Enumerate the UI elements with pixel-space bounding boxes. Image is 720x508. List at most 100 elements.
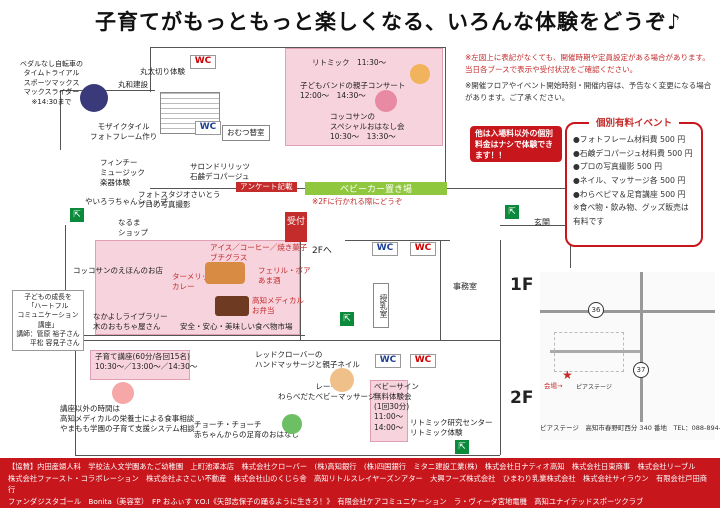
office-label: 事務室 <box>453 282 477 291</box>
road <box>550 350 640 353</box>
booth-lecture-bottom: 講座以外の時間は 高知メディカルの栄養士による食事相談 やまもも学園の子育て支援… <box>60 404 195 434</box>
booth-chojo: チョーチ・チョーチ 赤ちゃんからの足育のおはなし <box>194 420 299 440</box>
booth-red-clover: レッドクローバーの ハンドマッサージと親子ネイル <box>255 350 360 370</box>
booth-ferris: フェリル・ボア あま酒 <box>258 266 311 286</box>
booth-yairo: やいろラちゃんショップ <box>85 197 168 206</box>
paid-item: ●プロの写真撮影 500 円 <box>573 162 663 172</box>
wall <box>60 90 61 150</box>
max-rider-logo <box>80 84 108 112</box>
booth-safety: 安全・安心・美味しい食べ物市場 <box>180 322 293 331</box>
booth-lecture-time: 子育て講座(60分/各回15名) 10:30～／13:00～／14:30～ <box>95 352 198 372</box>
venue-name: ピアステージ <box>576 384 612 391</box>
booth-sports: ベダルなし自転車の タイムトライアル スポーツマックス マックスライダー ※14… <box>20 60 83 106</box>
bento-illustration <box>215 296 249 316</box>
wall <box>500 225 570 226</box>
exit-sign-icon: ⇱ <box>70 208 84 222</box>
wc-sign: WC <box>375 354 401 368</box>
babysign-area <box>370 380 408 442</box>
wall <box>75 455 500 456</box>
food-illustration <box>205 262 245 284</box>
booth-mosaic: モザイクタイル フォトフレーム作り <box>90 122 158 142</box>
wall <box>440 240 441 340</box>
wall <box>65 225 66 335</box>
paid-events-list: ●フォトフレーム材料費 500 円 ●石鹸デコパージュ材料費 500 円 ●プロ… <box>567 129 701 232</box>
sponsor-line: 【協賛】内田産婦人科 学校法人文学園あたご幼稚園 上町池澤本店 株式会社クローバ… <box>8 462 696 471</box>
wall <box>150 47 445 48</box>
paid-item: ●フォトフレーム材料費 500 円 <box>573 135 686 144</box>
wall <box>500 240 501 340</box>
floor-2f-label: 2F <box>510 388 534 408</box>
wall <box>60 90 155 91</box>
tel-text: TEL：088-894-6767 <box>673 424 720 432</box>
road <box>640 272 643 422</box>
food-market-area <box>95 240 300 335</box>
booth-salon: サロンドリリッツ 石鹸デコパージュ <box>190 162 250 182</box>
booth-rhythmic: リトミック 11:30～ <box>312 58 387 67</box>
floor-1f-label: 1F <box>510 275 534 295</box>
wc-sign: WC <box>195 121 221 135</box>
route-36-icon: 36 <box>588 302 604 318</box>
address-text: ピアステージ 高知市春野町西分 340 番地 <box>540 424 667 432</box>
performer-figure <box>410 64 430 84</box>
sponsor-line: ファンダジスタゴール Bonita（美容室） FP おふぃす Y.O.I《矢部志… <box>8 497 644 507</box>
wc-sign: WC <box>410 354 436 368</box>
entrance-label: 玄関 <box>534 218 550 227</box>
booth-photostudio: フォトスタジオさいとう プロの写真撮影 <box>138 190 221 210</box>
free-callout: 他は入場料以外の個別料金はナシで体験できます！！ <box>470 126 562 162</box>
booth-kochi-lunch: 高知メディカル お弁当 <box>252 296 304 316</box>
exit-sign-icon: ⇱ <box>340 312 354 326</box>
page-title: 子育てがもっともっと楽しくなる、いろんな体験をどうぞ♪ <box>95 10 682 34</box>
exit-sign-icon: ⇱ <box>505 205 519 219</box>
wc-sign: WC <box>190 55 216 69</box>
paid-item: ●石鹸デコパージュ材料費 500 円 <box>573 148 693 158</box>
booth-stroller-note: ※2Fに行かれる際にどうぞ <box>312 197 403 206</box>
wall <box>500 340 501 455</box>
sponsor-footer: 【協賛】内田産婦人科 学校法人文学園あたご幼稚園 上町池澤本店 株式会社クローバ… <box>0 458 720 508</box>
booth-omutsu: おむつ替室 <box>222 125 270 142</box>
performer-figure <box>375 90 397 112</box>
paid-events-title: 個別有料イベント <box>589 115 679 129</box>
booth-rhythm-center: リトミック研究センター リトミック体験 <box>410 418 493 438</box>
paid-item: ●ネイル、マッサージ各 500 円 <box>573 175 686 185</box>
wall <box>300 240 301 340</box>
route-37-icon: 37 <box>633 362 649 378</box>
booth-kokko-story: コッコサンの スペシャルおはなし会 10:30～ 13:30～ <box>330 112 405 142</box>
booth-babysign: ベビーサイン 無料体験会 (1回30分) 11:00～ 14:00～ <box>374 382 419 432</box>
sponsor-line: 株式会社ファースト・コラボレーション 株式会社よさこい不動産 株式会社山のくじら… <box>8 473 708 495</box>
venue-star-icon: ★ <box>562 368 573 382</box>
wc-sign: WC <box>372 242 398 256</box>
block <box>554 332 624 372</box>
paid-item: ●わらべピマ＆足育講座 500 円 <box>573 189 686 199</box>
booth-kokko: コッコサンのえほんのお店 <box>73 266 163 275</box>
lecture-area <box>90 350 190 380</box>
booth-stroller: ベビーカー置き場 <box>305 182 447 195</box>
booth-survey: アンケート記載 <box>236 182 297 193</box>
wall <box>150 47 151 92</box>
notice-1: ※左図上に表記がなくても、開催時期や定員設定がある場合があります。当日各ブースで… <box>465 53 710 74</box>
booth-marukenchiku: 丸和建設 <box>118 80 148 89</box>
notice-2: ※開催フロアやイベント開始時刻・開催内容は、予告なく変更になる場合があります。ご… <box>465 81 712 102</box>
booth-nakayoshi: なかよしライブラリー 木のおもちゃ屋さん <box>93 312 168 332</box>
mother-figure <box>112 382 134 404</box>
wall <box>345 240 450 241</box>
wall <box>445 47 446 187</box>
booth-reception: 受付 <box>285 212 307 242</box>
booth-ice: アイス／コーヒー／焼き菓子 ブチグラス <box>210 243 308 263</box>
wc-sign: WC <box>410 242 436 256</box>
stairs-2f-label: 2Fへ <box>312 246 332 256</box>
booth-marukiri: 丸太切り体験 <box>140 67 185 76</box>
exit-sign-icon: ⇱ <box>455 440 469 454</box>
booth-finchie: フィンチー ミュージック 楽器体験 <box>100 158 145 188</box>
nursing-room: 授乳室 <box>373 283 389 328</box>
booth-naruna: なるま ショップ <box>118 218 148 238</box>
road <box>540 310 715 313</box>
paid-item: ※食べ物・飲み物、グッズ販売は有料です <box>573 203 689 226</box>
booth-turmeric: ターメリック カレー <box>172 272 217 292</box>
venue-address: ピアステージ 高知市春野町西分 340 番地 TEL：088-894-6767 <box>540 422 720 432</box>
booth-lecture-team: 子どもの成長を 「ハートフル コミュニケーション 講座」 講師：管原 裕子さん … <box>12 290 84 352</box>
booth-concert: 子どもバンドの親子コンサート 12:00～ 14:30～ <box>300 81 406 101</box>
access-map: 36 37 ★ 会場→ ピアステージ ピアステージ 高知市春野町西分 340 番… <box>540 272 720 440</box>
booth-rere: レーー わらべだたベビーマッサージ <box>278 382 376 402</box>
wall <box>75 340 76 455</box>
venue-label: 会場→ <box>544 382 563 390</box>
